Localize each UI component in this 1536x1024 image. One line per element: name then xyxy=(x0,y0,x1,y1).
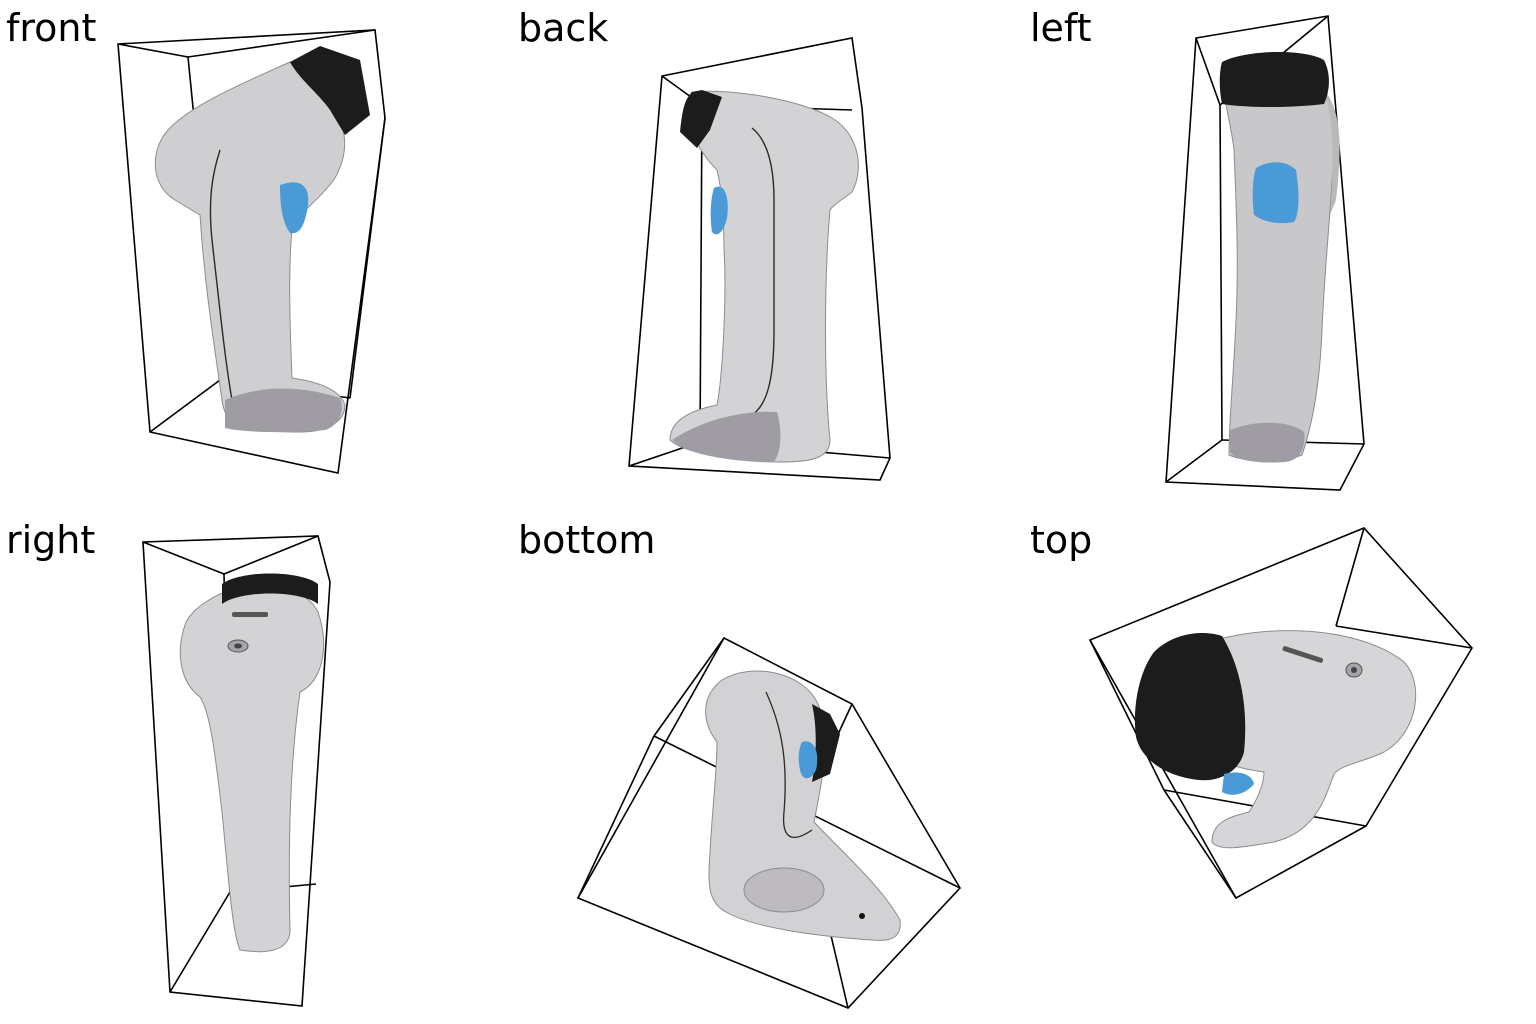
barcode-scanner-model xyxy=(669,90,859,463)
barcode-scanner-model xyxy=(179,573,325,953)
barcode-scanner-model xyxy=(705,670,901,941)
view-label-left: left xyxy=(1030,6,1092,50)
top-view-render xyxy=(1088,527,1473,900)
barcode-scanner-model xyxy=(1134,630,1417,849)
right-view-render xyxy=(142,535,331,1007)
left-view-render xyxy=(1165,15,1365,491)
view-label-bottom: bottom xyxy=(518,518,656,562)
panel-right: right xyxy=(0,512,512,1024)
barcode-scanner-model xyxy=(154,46,370,433)
panel-front: front xyxy=(0,0,512,512)
back-view-render xyxy=(628,37,891,481)
view-label-front: front xyxy=(6,6,97,50)
front-view-render xyxy=(117,29,386,474)
panel-left: left xyxy=(1024,0,1536,512)
panel-back: back xyxy=(512,0,1024,512)
barcode-scanner-model xyxy=(1219,51,1340,463)
view-label-top: top xyxy=(1030,518,1093,562)
panel-bottom: bottom xyxy=(512,512,1024,1024)
view-label-right: right xyxy=(6,518,96,562)
bottom-view-render xyxy=(576,636,961,1009)
view-label-back: back xyxy=(518,6,609,50)
panel-top: top xyxy=(1024,512,1536,1024)
